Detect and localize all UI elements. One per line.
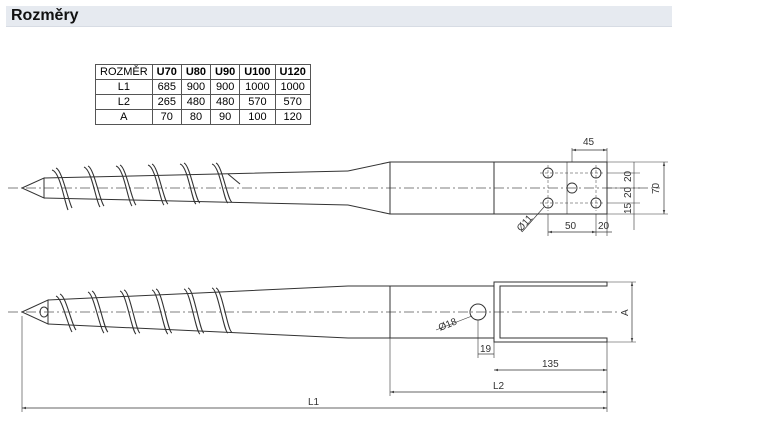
- top-holes: [540, 165, 604, 211]
- table-cell: 90: [210, 109, 241, 125]
- dim-L2-label: L2: [493, 381, 505, 392]
- dim-15-label: 15: [623, 202, 634, 214]
- dim-hole-leader-side: [435, 315, 473, 331]
- top-transition: [347, 161, 391, 215]
- dim-50-label: 50: [565, 221, 577, 232]
- table-cell: 480: [180, 94, 212, 110]
- dim-20c-label: 20: [598, 221, 610, 232]
- side-view: [8, 281, 636, 412]
- table-row: A 70 80 90 100 120: [95, 109, 311, 125]
- top-hole: [566, 182, 578, 194]
- top-helix: [51, 162, 241, 211]
- top-screw-tip: [20, 177, 45, 199]
- table-cell: 120: [274, 109, 311, 125]
- top-screw-shaft: [43, 170, 349, 206]
- table-cell: 100: [239, 109, 276, 125]
- table-header-cell: U70: [151, 64, 182, 80]
- table-row: L1 685 900 900 1000 1000: [95, 79, 311, 95]
- dim-hole-side-label: Ø18: [437, 316, 459, 333]
- table-cell: 1000: [274, 79, 311, 95]
- dim-20b-label: 20: [623, 186, 634, 198]
- dim-L1-label: L1: [308, 397, 320, 408]
- table-cell: 685: [151, 79, 182, 95]
- table-cell: 900: [180, 79, 212, 95]
- dim-hole-label: Ø11: [515, 213, 536, 234]
- section-title: Rozměry: [11, 7, 79, 24]
- dim-A-label: A: [620, 309, 631, 316]
- side-u-head: [493, 281, 608, 343]
- side-tip-hole: [39, 306, 49, 318]
- dim-hole-leader: [521, 206, 545, 233]
- table-cell: 70: [151, 109, 182, 125]
- dimensions-table: ROZMĚR U70 U80 U90 U100 U120 L1 685 900 …: [95, 64, 311, 125]
- side-helix: [55, 287, 233, 335]
- table-cell: 1000: [239, 79, 276, 95]
- dim-20a-label: 20: [623, 170, 634, 182]
- dim-45-label: 45: [583, 137, 595, 148]
- dim-19-label: 19: [480, 344, 492, 355]
- section-header: Rozměry: [6, 6, 672, 27]
- top-view: [8, 148, 668, 236]
- dim-70-label: 70: [651, 182, 662, 194]
- table-header-cell: U120: [274, 64, 311, 80]
- side-transition: [348, 285, 390, 339]
- dim-135-label: 135: [542, 359, 559, 370]
